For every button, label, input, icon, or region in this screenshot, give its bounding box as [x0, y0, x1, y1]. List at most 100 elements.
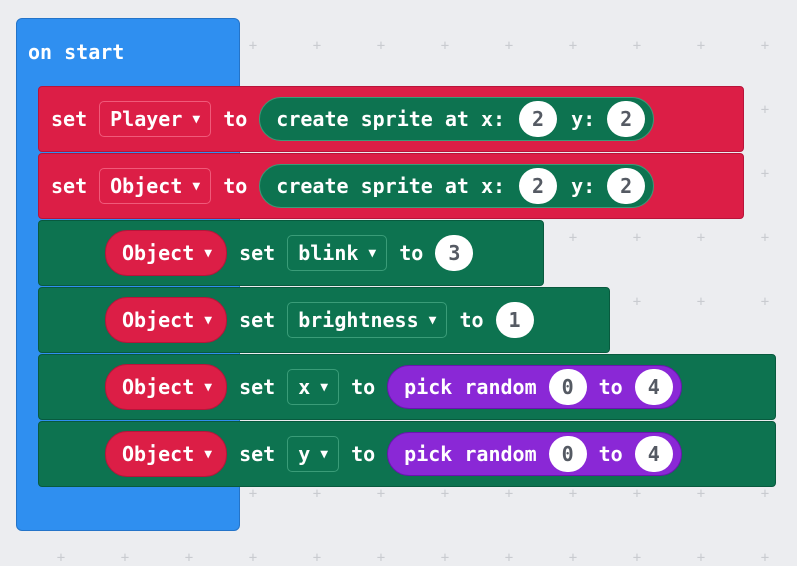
chevron-down-icon: ▼: [204, 245, 213, 261]
grid-mark: +: [312, 486, 322, 502]
pick-random-block[interactable]: pick random 0 to 4: [387, 365, 682, 409]
grid-mark: +: [504, 486, 514, 502]
variable-dropdown-object[interactable]: Object ▼: [99, 168, 212, 204]
object-variable-pill[interactable]: Object ▼: [105, 230, 228, 276]
variable-name: Player: [110, 107, 183, 131]
property-dropdown-brightness[interactable]: brightness ▼: [287, 302, 448, 338]
random-min-input[interactable]: 0: [548, 369, 587, 405]
to-keyword: to: [351, 442, 376, 466]
set-keyword: set: [239, 375, 276, 399]
property-dropdown-y[interactable]: y ▼: [287, 436, 340, 472]
property-dropdown-x[interactable]: x ▼: [287, 369, 340, 405]
grid-mark: +: [312, 38, 322, 54]
random-min-input[interactable]: 0: [548, 436, 587, 472]
x-input[interactable]: 2: [519, 168, 558, 204]
grid-mark: +: [760, 230, 770, 246]
object-variable-pill[interactable]: Object ▼: [105, 431, 228, 477]
set-blink-block[interactable]: Object ▼ set blink ▼ to 3: [38, 220, 544, 286]
object-name: Object: [122, 442, 195, 466]
to-keyword: to: [399, 241, 424, 265]
chevron-down-icon: ▼: [320, 379, 329, 395]
grid-mark: +: [376, 486, 386, 502]
grid-mark: +: [760, 294, 770, 310]
property-name: x: [298, 375, 311, 399]
object-variable-pill[interactable]: Object ▼: [105, 297, 228, 343]
set-keyword: set: [51, 174, 88, 198]
y-label: y:: [571, 107, 596, 131]
property-name: blink: [298, 241, 359, 265]
pick-random-label: pick random: [404, 442, 537, 466]
grid-mark: +: [696, 294, 706, 310]
random-max-input[interactable]: 4: [634, 436, 673, 472]
grid-mark: +: [696, 486, 706, 502]
set-y-block[interactable]: Object ▼ set y ▼ to pick random 0 to 4: [38, 421, 776, 487]
grid-mark: +: [760, 38, 770, 54]
grid-mark: +: [120, 550, 130, 566]
y-input[interactable]: 2: [607, 101, 646, 137]
create-sprite-block[interactable]: create sprite at x: 2 y: 2: [259, 97, 655, 141]
x-input[interactable]: 2: [519, 101, 558, 137]
set-keyword: set: [239, 241, 276, 265]
set-keyword: set: [239, 308, 276, 332]
object-name: Object: [122, 241, 195, 265]
grid-mark: +: [632, 230, 642, 246]
variable-dropdown-player[interactable]: Player ▼: [99, 101, 212, 137]
object-name: Object: [122, 308, 195, 332]
grid-mark: +: [376, 550, 386, 566]
chevron-down-icon: ▼: [204, 379, 213, 395]
create-sprite-label: create sprite at x:: [276, 174, 506, 198]
y-input[interactable]: 2: [607, 168, 646, 204]
grid-mark: +: [440, 38, 450, 54]
blink-value-input[interactable]: 3: [435, 235, 474, 271]
chevron-down-icon: ▼: [192, 111, 201, 127]
grid-mark: +: [248, 550, 258, 566]
set-keyword: set: [51, 107, 88, 131]
grid-mark: +: [696, 230, 706, 246]
to-keyword: to: [351, 375, 376, 399]
to-keyword: to: [598, 442, 623, 466]
chevron-down-icon: ▼: [204, 312, 213, 328]
set-keyword: set: [239, 442, 276, 466]
brightness-value-input[interactable]: 1: [495, 302, 534, 338]
set-x-block[interactable]: Object ▼ set x ▼ to pick random 0 to 4: [38, 354, 776, 420]
grid-mark: +: [760, 166, 770, 182]
create-sprite-block[interactable]: create sprite at x: 2 y: 2: [259, 164, 655, 208]
grid-mark: +: [184, 550, 194, 566]
property-dropdown-blink[interactable]: blink ▼: [287, 235, 388, 271]
property-name: brightness: [298, 308, 419, 332]
chevron-down-icon: ▼: [428, 312, 437, 328]
y-label: y:: [571, 174, 596, 198]
object-variable-pill[interactable]: Object ▼: [105, 364, 228, 410]
grid-mark: +: [696, 550, 706, 566]
set-player-block[interactable]: set Player ▼ to create sprite at x: 2 y:…: [38, 86, 744, 152]
random-max-input[interactable]: 4: [634, 369, 673, 405]
grid-mark: +: [248, 38, 258, 54]
set-brightness-block[interactable]: Object ▼ set brightness ▼ to 1: [38, 287, 610, 353]
to-keyword: to: [223, 174, 248, 198]
grid-mark: +: [568, 486, 578, 502]
grid-mark: +: [568, 38, 578, 54]
chevron-down-icon: ▼: [368, 245, 377, 261]
grid-mark: +: [632, 38, 642, 54]
chevron-down-icon: ▼: [192, 178, 201, 194]
chevron-down-icon: ▼: [320, 446, 329, 462]
grid-mark: +: [632, 550, 642, 566]
grid-mark: +: [760, 486, 770, 502]
property-name: y: [298, 442, 311, 466]
grid-mark: +: [760, 550, 770, 566]
grid-mark: +: [440, 550, 450, 566]
pick-random-block[interactable]: pick random 0 to 4: [387, 432, 682, 476]
grid-mark: +: [632, 486, 642, 502]
grid-mark: +: [696, 38, 706, 54]
object-name: Object: [122, 375, 195, 399]
grid-mark: +: [248, 486, 258, 502]
grid-mark: +: [440, 486, 450, 502]
grid-mark: +: [760, 102, 770, 118]
grid-mark: +: [312, 550, 322, 566]
grid-mark: +: [632, 294, 642, 310]
to-keyword: to: [598, 375, 623, 399]
on-start-label: on start: [28, 40, 125, 64]
grid-mark: +: [568, 550, 578, 566]
set-object-block[interactable]: set Object ▼ to create sprite at x: 2 y:…: [38, 153, 744, 219]
grid-mark: +: [568, 230, 578, 246]
